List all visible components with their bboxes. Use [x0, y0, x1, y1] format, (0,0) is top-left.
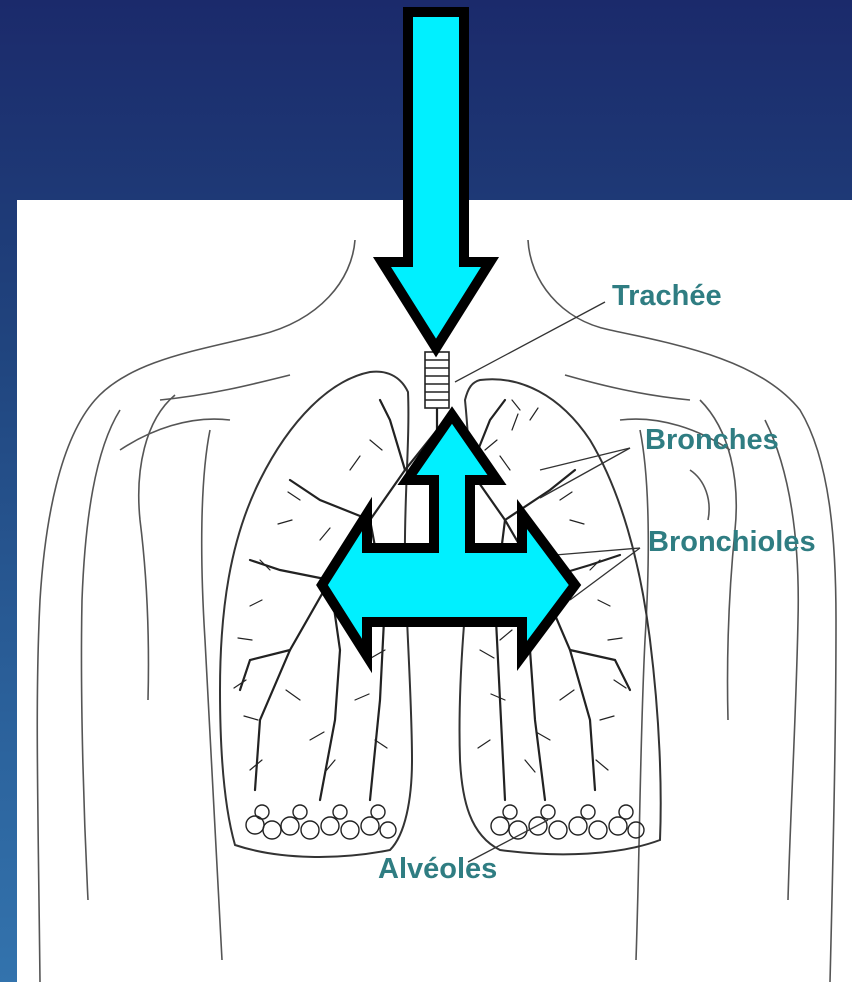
airflow-arrows [322, 12, 575, 656]
bronchioles-leader-line-2 [570, 548, 640, 600]
bronchioles-label: Bronchioles [648, 528, 816, 557]
down-arrow [382, 12, 490, 348]
bronchioles-leader-line-1 [555, 548, 640, 555]
alveoli-clusters [246, 805, 644, 839]
trachea-label: Trachée [612, 282, 722, 311]
bronchi-leader-line-1 [540, 448, 630, 470]
trachea [425, 352, 449, 408]
bronchi-leader-line-2 [540, 448, 630, 498]
alveoli-label: Alvéoles [378, 855, 497, 884]
branching-arrow [322, 415, 575, 656]
bronchi-label: Bronches [645, 426, 779, 455]
trachea-leader-line [455, 302, 605, 382]
